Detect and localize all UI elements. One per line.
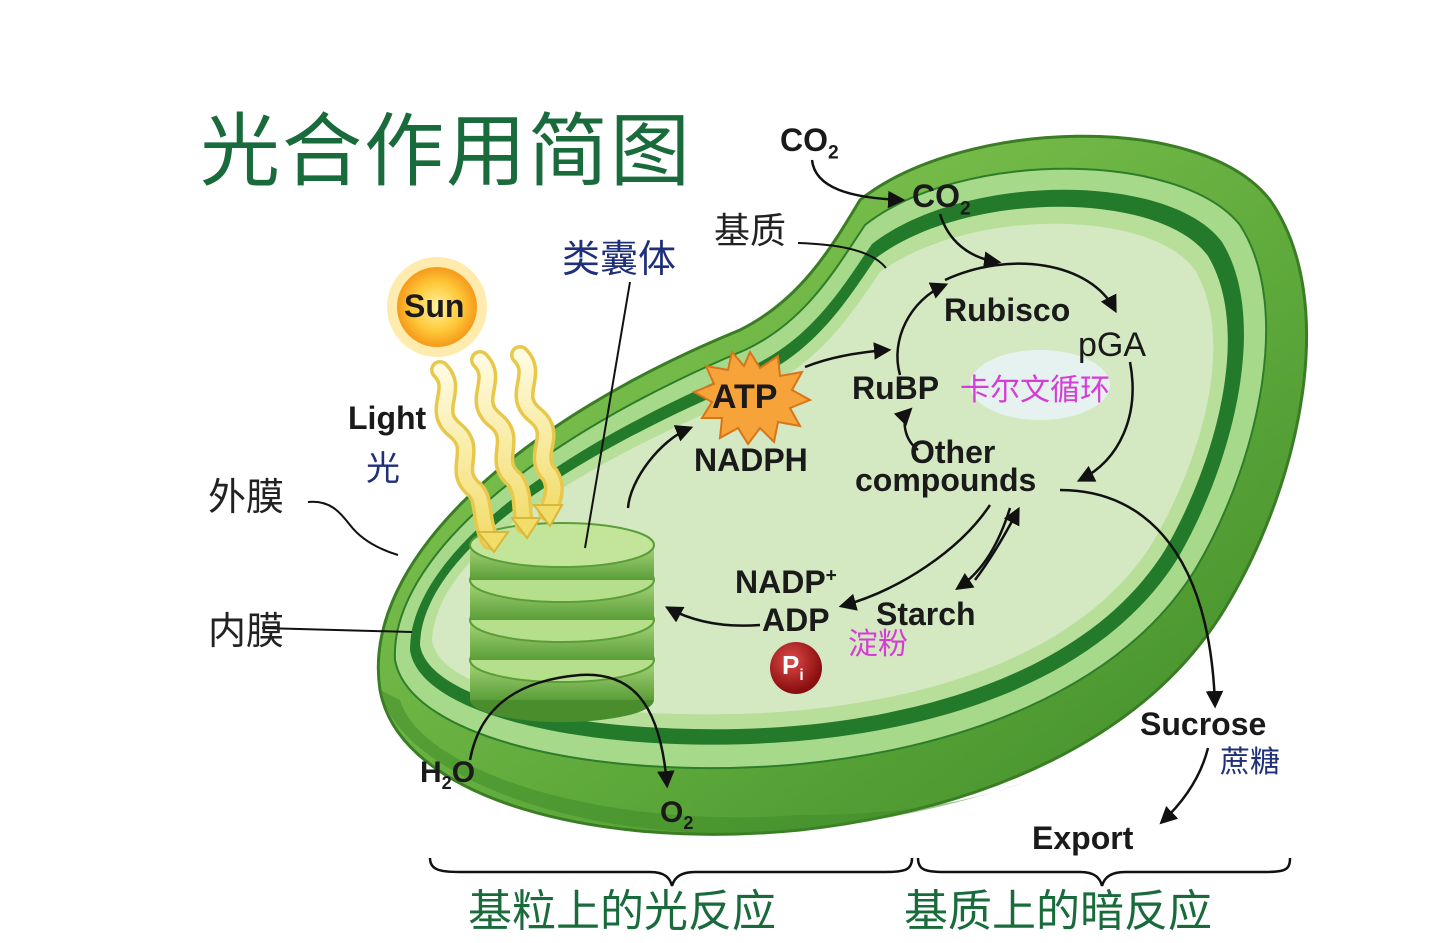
compounds-label: compounds (855, 462, 1037, 498)
rubisco-label: Rubisco (944, 292, 1071, 328)
dark-reaction-brace (916, 857, 1292, 887)
thylakoid-label: 类囊体 (562, 237, 677, 281)
pga-label: pGA (1078, 326, 1147, 364)
co2-outside-label: CO2 (780, 122, 839, 164)
compounds-to-nadp-arrow (838, 504, 992, 611)
other-label: Other (910, 434, 996, 470)
compounds-to-sucrose-arrow (1059, 488, 1224, 709)
calvin-cycle-label: 卡尔文循环 (960, 373, 1110, 408)
export-label: Export (1032, 820, 1134, 856)
sucrose-cn-label: 蔗糖 (1220, 745, 1280, 780)
stroma-leader-line (797, 242, 887, 269)
starch-cn-label: 淀粉 (848, 627, 908, 662)
sucrose-label: Sucrose (1140, 706, 1267, 742)
dark-reaction-label: 基质上的暗反应 (904, 886, 1212, 937)
light-cn-label: 光 (366, 449, 400, 489)
page-title: 光合作用简图 (200, 105, 692, 198)
h2o-label: H2O (420, 756, 476, 793)
pi-label: Pi (782, 650, 804, 685)
sun-icon (387, 257, 487, 357)
inner-membrane-leader-line (261, 627, 413, 633)
atp-to-calvin-arrow (804, 342, 892, 369)
rubp-label: RuBP (852, 370, 940, 406)
light-label: Light (348, 400, 427, 436)
light-reaction-label: 基粒上的光反应 (468, 886, 776, 937)
stroma-label: 基质 (714, 211, 787, 252)
nadp-to-grana-arrow (664, 606, 761, 627)
sucrose-to-export-arrow (1159, 747, 1210, 825)
starch-label: Starch (876, 596, 976, 632)
sun-label: Sun (404, 288, 465, 324)
atp-label: ATP (712, 378, 778, 416)
rubp-cycle-arrow (896, 282, 949, 376)
atp-starburst-icon (691, 349, 813, 446)
o2-label: O2 (660, 796, 694, 833)
pi-bead-icon (770, 642, 822, 694)
outer-membrane-label: 外膜 (208, 475, 285, 519)
co2-inside-label: CO2 (912, 178, 971, 220)
water-to-oxygen-arrow (468, 673, 675, 789)
thylakoid-leader-line (584, 281, 631, 549)
other-to-rubp-arrow (893, 407, 919, 451)
light-reaction-brace (428, 857, 914, 887)
light-rays-icon (430, 345, 564, 554)
starch-to-compounds-arrow (973, 506, 1020, 581)
co2-to-rubisco-arrow (938, 213, 1002, 269)
outer-membrane-leader-line (307, 500, 399, 556)
nadph-label: NADPH (694, 442, 808, 478)
adp-label: ADP (762, 602, 830, 638)
grana-stack (469, 522, 655, 722)
inner-membrane-label: 内膜 (208, 609, 285, 653)
grana-to-atp-arrow (626, 425, 694, 509)
nadp-label: NADP+ (735, 564, 837, 600)
co2-in-arrow (810, 159, 906, 209)
pga-to-compounds-arrow (1076, 361, 1134, 482)
rubisco-to-pga-arrow (944, 262, 1117, 314)
